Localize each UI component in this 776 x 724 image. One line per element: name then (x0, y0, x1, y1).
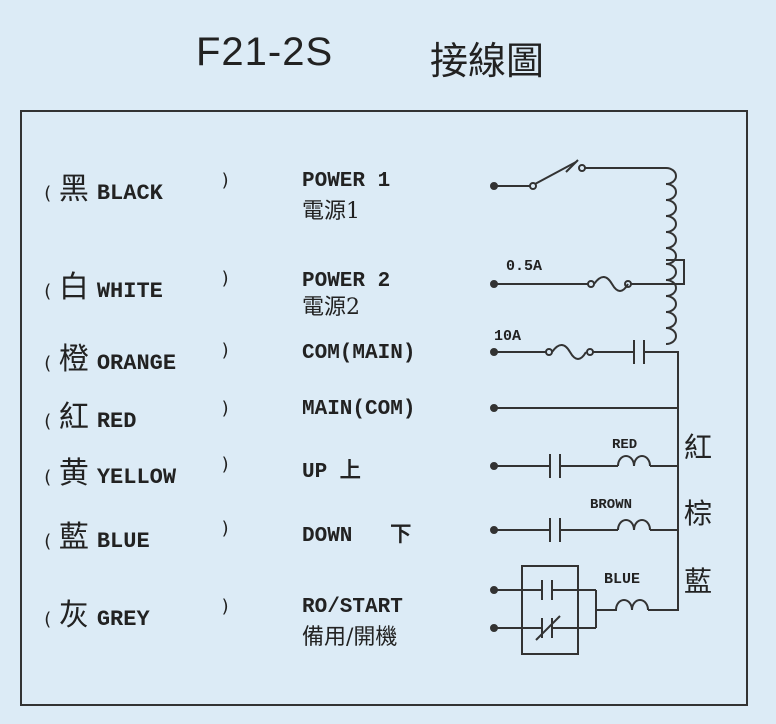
fuse-rating-0-5a: 0.5A (506, 258, 543, 275)
com-main-fuse-contact (490, 340, 679, 611)
power-2-fuse (490, 259, 685, 292)
power-1-switch (490, 159, 666, 190)
side-label-red: 紅 (684, 431, 713, 464)
ro-start-relay (490, 565, 649, 655)
fuse-rating-10a: 10A (494, 328, 522, 345)
function-down: DOWN 下 (302, 525, 412, 548)
side-label-brown: 棕 (684, 497, 713, 530)
coil-label-blue: BLUE (604, 571, 641, 588)
function-main-com: MAIN(COM) (302, 398, 416, 421)
function-up: UP 上 (302, 461, 361, 484)
up-contact-coil (490, 454, 678, 478)
main-com-line (490, 404, 678, 412)
diagram-frame (20, 110, 748, 706)
diagram-title: F21-2S 接線圖 (0, 20, 776, 83)
coil-label-brown: BROWN (590, 497, 633, 513)
title-wiring-diagram: 接線圖 (430, 39, 545, 83)
function-com-main: COM(MAIN) (302, 342, 416, 365)
model-number: F21-2S (196, 30, 334, 74)
coil-label-red: RED (612, 437, 638, 453)
side-label-blue: 藍 (684, 565, 713, 598)
coil-transformer (665, 167, 677, 345)
down-contact-coil (490, 518, 678, 542)
